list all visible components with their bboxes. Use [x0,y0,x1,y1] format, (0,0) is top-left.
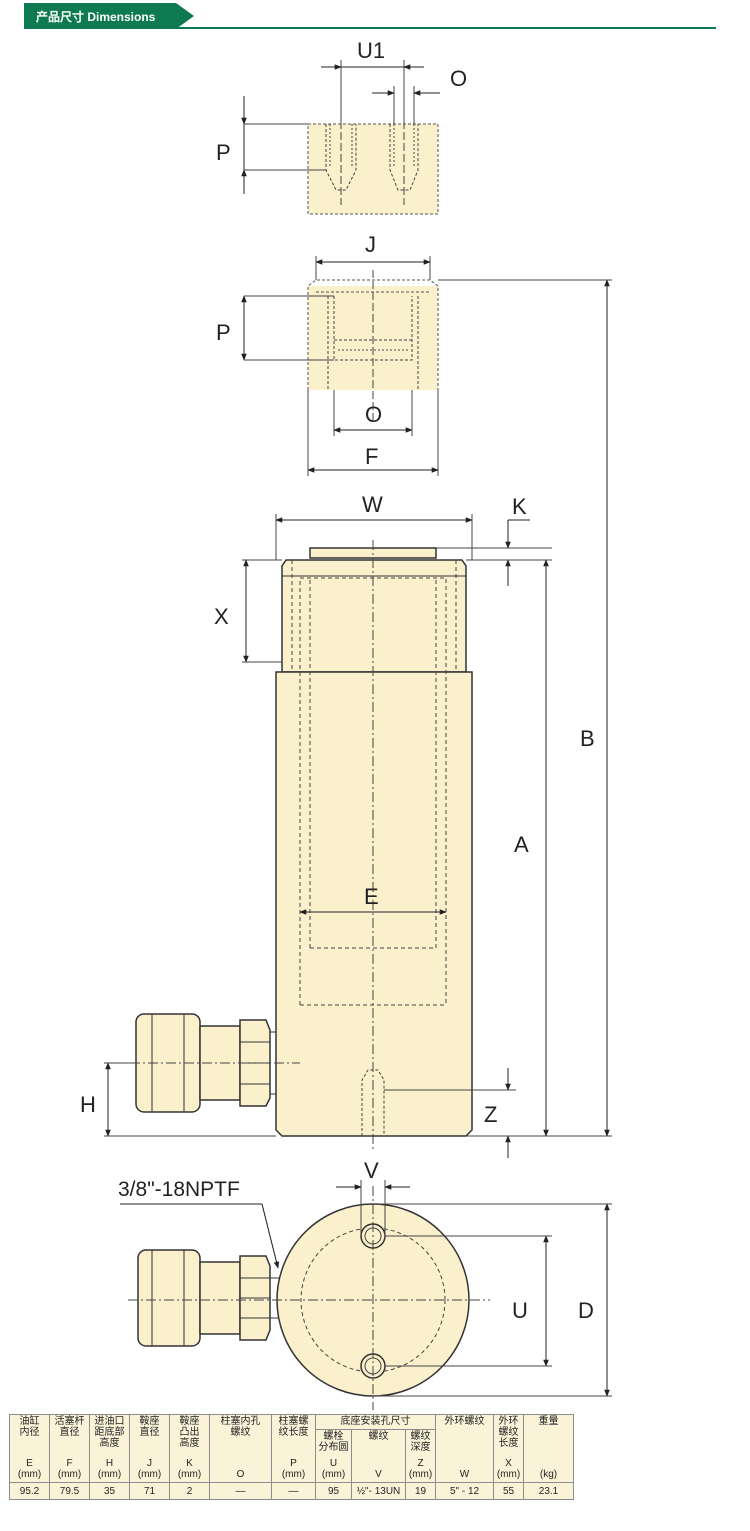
table-subheader-row: 螺栓 分布圆 U (mm) 螺纹 V 螺纹 深度 Z (mm) [10,1429,574,1483]
col-label: 外环螺纹 [444,1416,485,1427]
col-symbol: X (mm) [496,1458,521,1480]
label-o-mid: O [365,402,382,427]
col-e: 油缸 内径 E (mm) [9,1414,50,1483]
cell-f: 79.5 [49,1482,90,1500]
col-label: 进油口 距底部 高度 [94,1416,125,1449]
col-symbol: W [459,1469,470,1480]
cell-weight: 23.1 [523,1482,575,1500]
col-symbol: O [236,1469,245,1480]
table-header-row: 油缸 内径 E (mm) 活塞杆 直径 F (mm) 进油口 距底部 高度 H (mm… [9,1414,575,1483]
table-row: 95.2 79.5 35 71 2 — — 95 ½"- 13UN 19 5" … [9,1482,575,1500]
cell-h: 35 [89,1482,130,1500]
col-h: 进油口 距底部 高度 H (mm) [89,1414,130,1483]
label-j: J [365,232,376,257]
plunger-section-detail: J P O F [216,232,439,476]
col-weight: 重量 (kg) [523,1414,575,1483]
cell-k: 2 [169,1482,210,1500]
col-label: 鞍座 直径 [139,1416,160,1438]
cell-x: 55 [493,1482,525,1500]
col-symbol: P (mm) [281,1458,306,1480]
col-symbol: F (mm) [57,1458,82,1480]
cell-v: ½"- 13UN [351,1482,406,1500]
col-f: 活塞杆 直径 F (mm) [49,1414,90,1483]
cell-p: — [271,1482,316,1500]
col-w: 外环螺纹 W [435,1414,495,1483]
plunger-top-detail: U1 O P [216,38,467,215]
col-u: 螺栓 分布圆 U (mm) [315,1429,352,1483]
col-j: 鞍座 直径 J (mm) [129,1414,170,1483]
label-d: D [578,1298,594,1323]
label-u: U [512,1298,528,1323]
col-symbol: V [375,1469,382,1480]
label-f: F [365,444,378,469]
label-h: H [80,1092,96,1117]
label-o-top: O [450,66,467,91]
col-o: 柱塞内孔 螺纹 O [209,1414,272,1483]
label-k: K [512,494,527,519]
col-v: 螺纹 V [351,1429,406,1483]
header-divider [24,27,716,29]
cylinder-dimension-drawing: U1 O P J P [80,38,612,1410]
label-a: A [514,832,529,857]
label-v: V [364,1158,379,1183]
col-label: 柱塞内孔 螺纹 [220,1416,261,1438]
col-symbol: K (mm) [177,1458,202,1480]
col-label: 螺栓 分布圆 [318,1431,349,1453]
cell-z: 19 [404,1482,437,1500]
label-w: W [362,492,383,517]
col-z: 螺纹 深度 Z (mm) [404,1429,437,1483]
col-label: 油缸 内径 [19,1416,40,1438]
spec-table: 油缸 内径 E (mm) 活塞杆 直径 F (mm) 进油口 距底部 高度 H (mm… [9,1414,575,1500]
label-port-thread: 3/8"-18NPTF [118,1178,240,1201]
cell-o: — [209,1482,272,1500]
cell-e: 95.2 [9,1482,50,1500]
col-p: 柱塞螺 纹长度 P (mm) [271,1414,316,1483]
cylinder-bottom-view: 3/8"-18NPTF V U D [118,1158,612,1410]
col-label: 鞍座 凸出 高度 [179,1416,200,1449]
label-b: B [580,726,595,751]
cell-w: 5" - 12 [435,1482,495,1500]
col-label: 外环 螺纹 长度 [498,1416,519,1449]
header: 产品尺寸 Dimensions [0,0,750,34]
section-title: 产品尺寸 Dimensions [36,10,156,24]
col-group-base-holes: 底座安装孔尺寸 [314,1414,437,1430]
label-z: Z [484,1102,497,1127]
col-symbol: J (mm) [137,1458,162,1480]
label-u1: U1 [357,38,385,63]
col-label: 底座安装孔尺寸 [340,1416,411,1427]
col-symbol: E (mm) [17,1458,42,1480]
col-symbol: H (mm) [97,1458,122,1480]
col-symbol: (kg) [539,1469,558,1480]
label-x: X [214,604,229,629]
col-label: 螺纹 深度 [410,1431,431,1453]
col-label: 柱塞螺 纹长度 [278,1416,309,1438]
col-label: 螺纹 [368,1431,389,1442]
col-k: 鞍座 凸出 高度 K (mm) [169,1414,210,1483]
col-symbol: U (mm) [321,1458,346,1480]
col-label: 活塞杆 直径 [54,1416,85,1438]
section-title-tab: 产品尺寸 Dimensions [24,3,194,29]
cell-j: 71 [129,1482,170,1500]
cell-u: 95 [315,1482,352,1500]
col-label: 重量 [538,1416,559,1427]
label-p-mid: P [216,320,231,345]
col-symbol: Z (mm) [408,1458,433,1480]
label-p-top: P [216,140,231,165]
col-x: 外环 螺纹 长度 X (mm) [493,1414,525,1483]
label-e: E [364,884,379,909]
cylinder-side-view: W K X A B E H [80,279,612,1158]
